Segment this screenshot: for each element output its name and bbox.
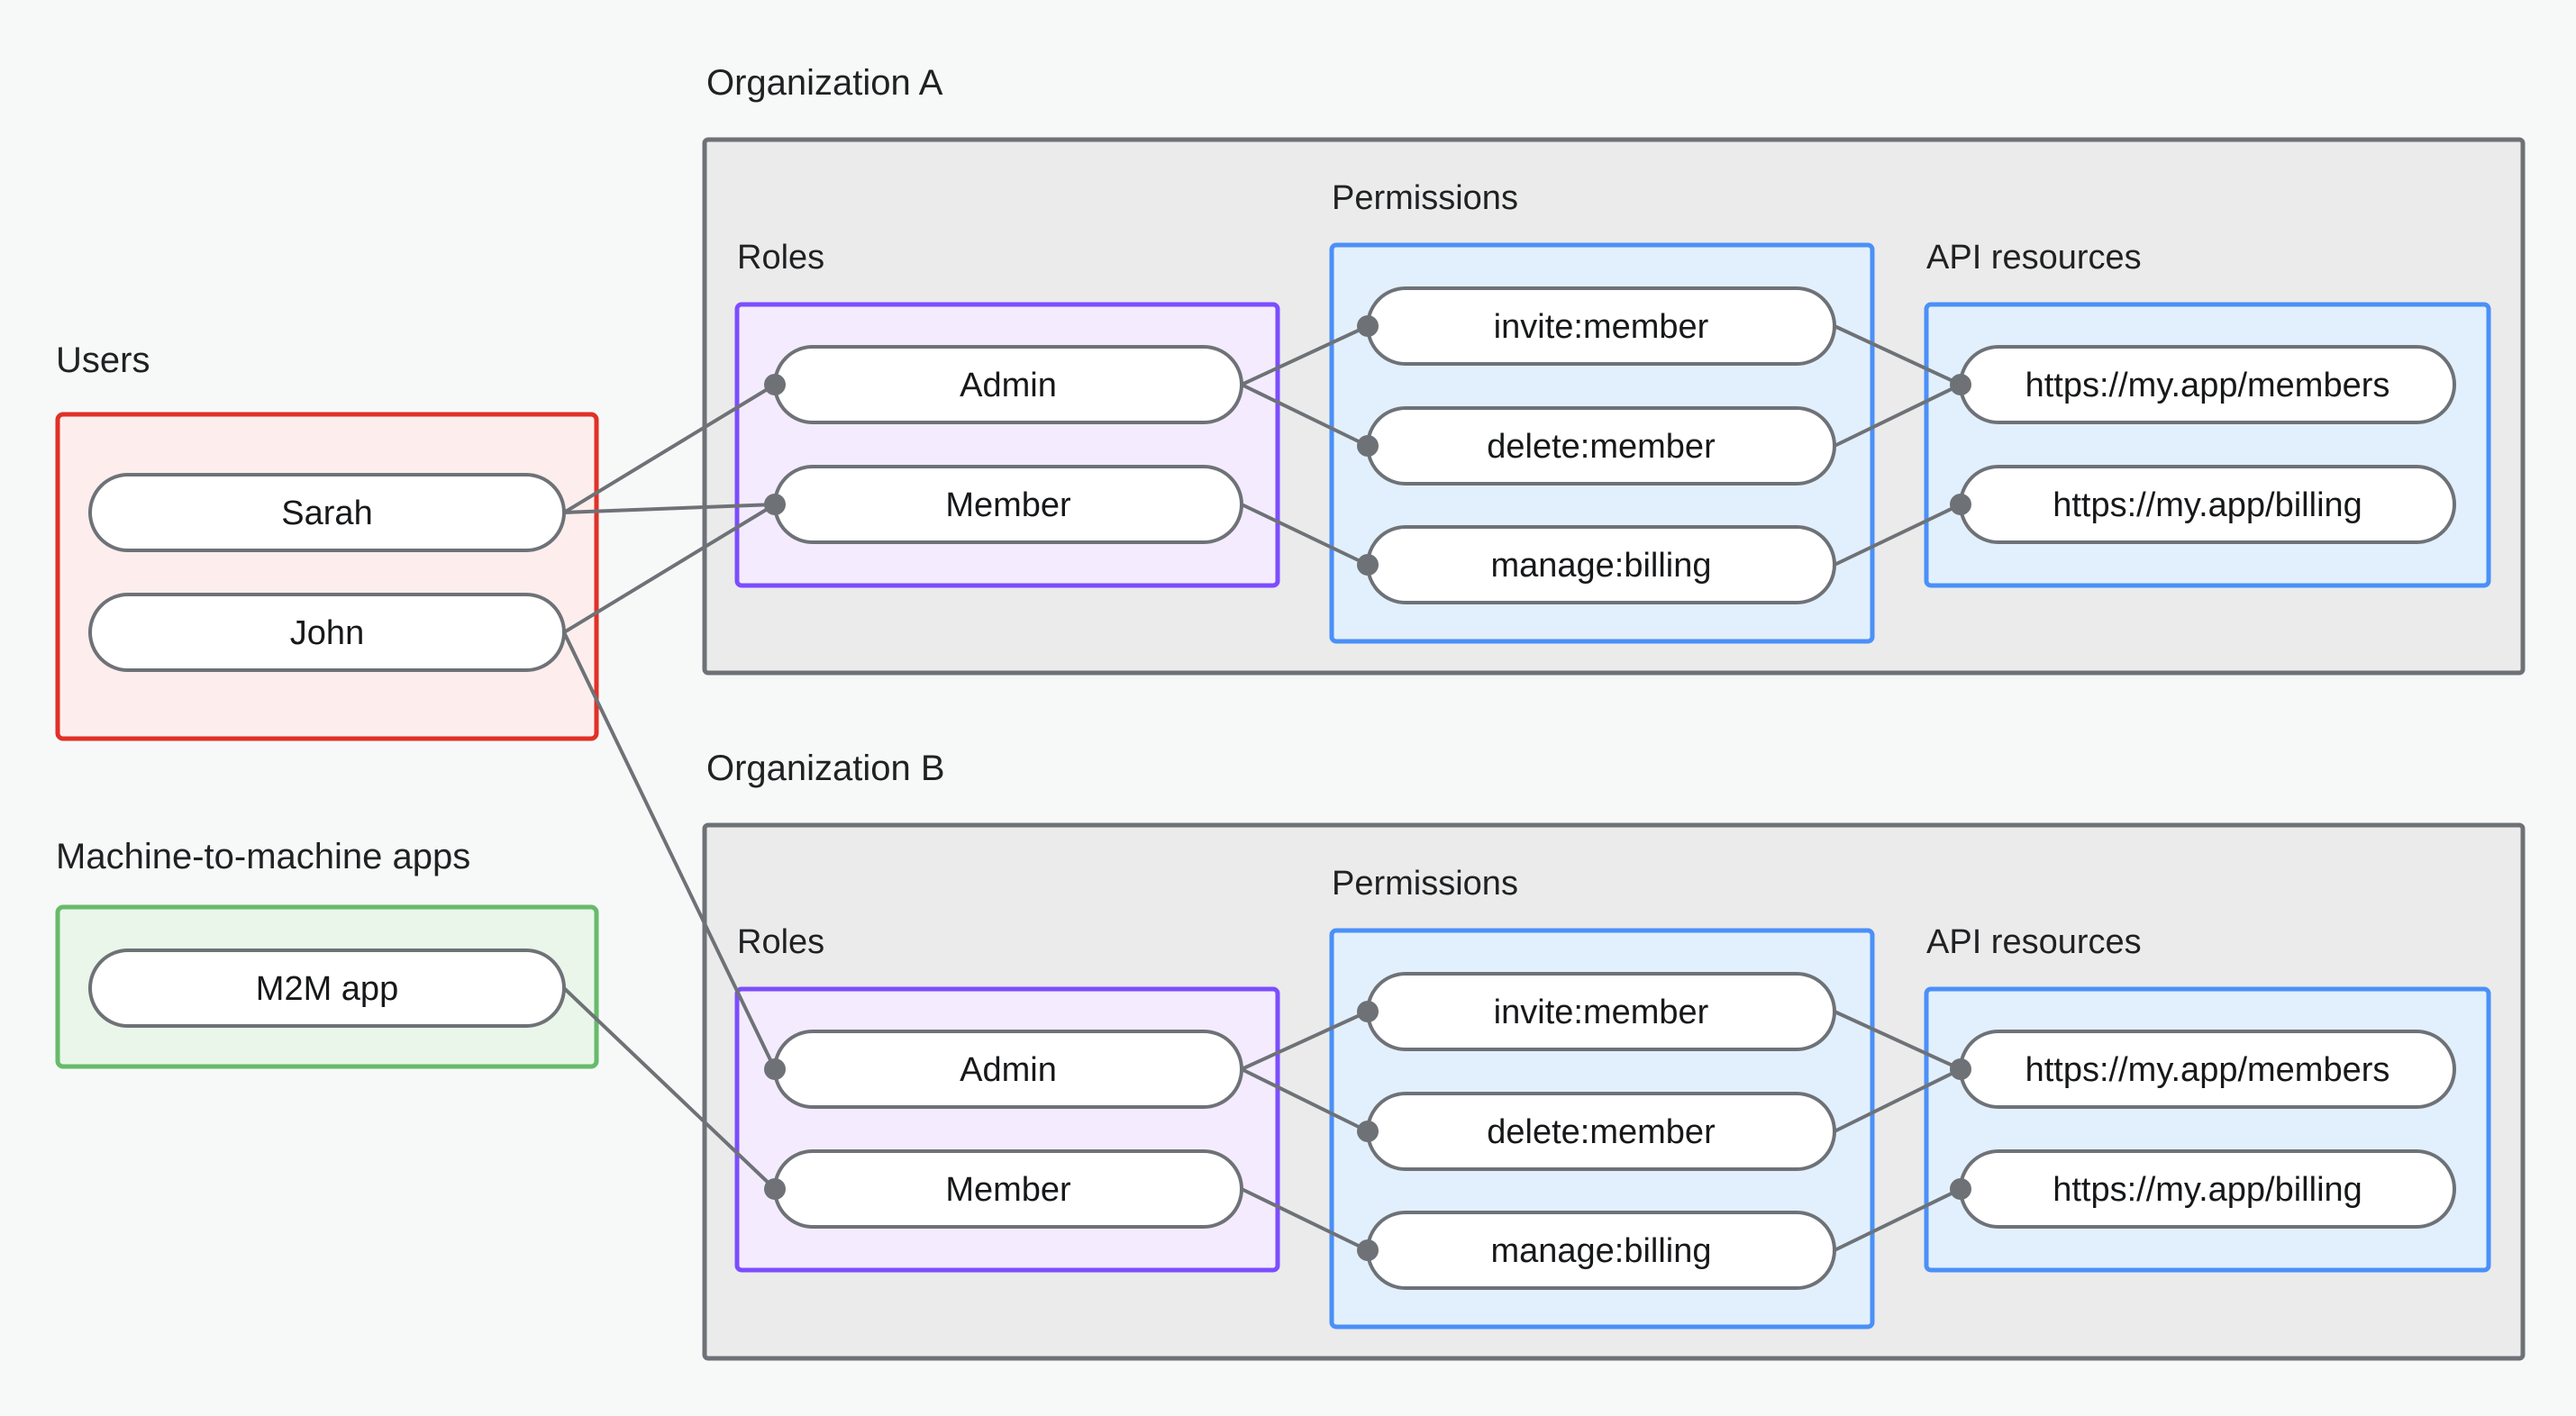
endpoint-dot-org-b-delete-left (1357, 1121, 1379, 1142)
org-b-role-member[interactable]: Member (773, 1149, 1243, 1229)
org-a-api-billing-label: https://my.app/billing (2053, 486, 2362, 524)
user-node-sarah-label: Sarah (281, 495, 372, 532)
org-a-api-members[interactable]: https://my.app/members (1959, 345, 2456, 424)
user-node-john-label: John (290, 614, 364, 652)
org-a-api-billing[interactable]: https://my.app/billing (1959, 465, 2456, 544)
edge-org-a-member-to-billing (1241, 503, 1369, 567)
endpoint-dot-org-b-billing-res-left (1950, 1178, 1971, 1200)
edge-john-to-org-a-member (562, 503, 777, 634)
m2m-node-app[interactable]: M2M app (88, 949, 566, 1028)
org-b-permission-invite[interactable]: invite:member (1366, 972, 1836, 1051)
edge-john-to-org-b-admin (562, 631, 777, 1070)
org-b-api-label: API resources (1926, 923, 2142, 961)
org-b-role-admin[interactable]: Admin (773, 1030, 1243, 1109)
user-node-sarah[interactable]: Sarah (88, 473, 566, 552)
org-b-api-billing-label: https://my.app/billing (2053, 1171, 2362, 1209)
edge-sarah-to-org-a-admin (562, 383, 777, 514)
edge-sarah-to-org-a-member (563, 503, 776, 514)
org-a-permission-billing[interactable]: manage:billing (1366, 525, 1836, 604)
users-group-box (55, 412, 599, 741)
org-b-api-members[interactable]: https://my.app/members (1959, 1030, 2456, 1109)
connector-layer (562, 324, 1962, 1252)
org-a-role-admin[interactable]: Admin (773, 345, 1243, 424)
edge-org-b-delete-to-members (1834, 1067, 1962, 1133)
edge-org-a-billing-to-billing-res (1834, 503, 1962, 567)
org-a-permission-delete-label: delete:member (1487, 428, 1716, 466)
endpoint-dot-org-b-admin-left (764, 1058, 786, 1080)
org-a-roles-label: Roles (737, 239, 824, 277)
edge-org-a-admin-to-delete (1241, 383, 1369, 448)
edge-org-a-invite-to-members (1834, 324, 1962, 386)
edge-org-b-billing-to-billing-res (1834, 1187, 1962, 1252)
org-a-role-member-label: Member (945, 486, 1071, 524)
edge-org-b-admin-to-delete (1241, 1067, 1369, 1133)
org-a-role-member[interactable]: Member (773, 465, 1243, 544)
org-a-permission-invite[interactable]: invite:member (1366, 286, 1836, 366)
org-b-role-member-label: Member (945, 1171, 1071, 1209)
org-b-api-members-label: https://my.app/members (2025, 1051, 2390, 1089)
org-b-permission-billing-label: manage:billing (1490, 1232, 1711, 1270)
org-b-api-billing[interactable]: https://my.app/billing (1959, 1149, 2456, 1229)
edge-org-b-admin-to-invite (1241, 1010, 1369, 1071)
org-a-role-admin-label: Admin (960, 367, 1057, 404)
org-b-permission-delete-label: delete:member (1487, 1113, 1716, 1151)
endpoint-dot-org-a-members-left (1950, 374, 1971, 395)
org-b-role-admin-label: Admin (960, 1051, 1057, 1089)
endpoint-dot-layer (764, 315, 1971, 1261)
endpoint-dot-org-b-members-left (1950, 1058, 1971, 1080)
m2m-node-app-label: M2M app (256, 970, 398, 1008)
users-group-label: Users (56, 340, 150, 380)
user-node-john[interactable]: John (88, 593, 566, 672)
endpoint-dot-org-a-admin-left (764, 374, 786, 395)
edge-org-a-delete-to-members (1834, 383, 1962, 448)
endpoint-dot-org-b-member-left (764, 1178, 786, 1200)
org-a-permission-billing-label: manage:billing (1490, 547, 1711, 585)
org-b-permission-delete[interactable]: delete:member (1366, 1092, 1836, 1171)
endpoint-dot-org-a-billing-res-left (1950, 494, 1971, 515)
edge-org-b-member-to-billing (1241, 1187, 1369, 1252)
org-b-permission-billing[interactable]: manage:billing (1366, 1211, 1836, 1290)
m2m-group-label: Machine-to-machine apps (56, 837, 470, 876)
endpoint-dot-org-a-billing-left (1357, 554, 1379, 576)
org-a-api-label: API resources (1926, 239, 2142, 277)
org-a-api-members-label: https://my.app/members (2025, 367, 2390, 404)
endpoint-dot-org-b-billing-left (1357, 1239, 1379, 1261)
org-b-permission-invite-label: invite:member (1494, 994, 1709, 1031)
org-b-permissions-label: Permissions (1332, 865, 1518, 903)
endpoint-dot-org-a-delete-left (1357, 435, 1379, 457)
org-a-permission-delete[interactable]: delete:member (1366, 406, 1836, 486)
org-a-label: Organization A (706, 63, 943, 103)
org-b-roles-label: Roles (737, 923, 824, 961)
endpoint-dot-org-b-invite-left (1357, 1001, 1379, 1022)
edge-org-a-admin-to-invite (1241, 324, 1369, 386)
org-b-label: Organization B (706, 749, 945, 788)
edge-m2m-to-org-b-member (562, 986, 777, 1191)
endpoint-dot-org-a-member-left (764, 494, 786, 515)
org-a-permission-invite-label: invite:member (1494, 308, 1709, 346)
endpoint-dot-org-a-invite-left (1357, 315, 1379, 337)
edge-org-b-invite-to-members (1834, 1010, 1962, 1071)
org-a-permissions-label: Permissions (1332, 179, 1518, 217)
